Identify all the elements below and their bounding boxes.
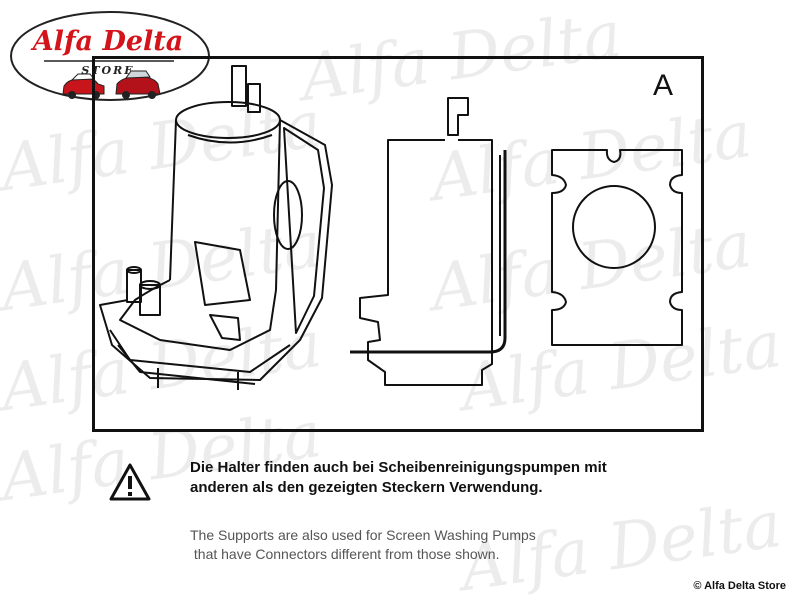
technical-drawing-frame: A	[92, 56, 704, 432]
english-notice-line1: The Supports are also used for Screen Wa…	[190, 527, 536, 543]
german-notice-line1: Die Halter finden auch bei Scheibenreini…	[190, 459, 607, 476]
english-notice-line2: that have Connectors different from thos…	[190, 546, 500, 562]
german-notice-line2: anderen als den gezeigten Steckern Verwe…	[190, 479, 543, 496]
warning-icon	[109, 463, 151, 501]
bracket-plate-drawing	[551, 149, 683, 346]
english-notice: The Supports are also used for Screen Wa…	[190, 526, 710, 564]
figure-label: A	[652, 69, 673, 102]
car-icon	[115, 70, 161, 99]
store-logo[interactable]: Alfa Delta STORE	[8, 8, 212, 104]
german-notice: Die Halter finden auch bei Scheibenreini…	[190, 458, 710, 498]
pump-with-bracket-drawing	[99, 65, 333, 390]
logo-brand: Alfa Delta	[30, 26, 184, 57]
bracket-side-view-drawing	[350, 97, 507, 386]
copyright-text: © Alfa Delta Store	[693, 580, 786, 592]
